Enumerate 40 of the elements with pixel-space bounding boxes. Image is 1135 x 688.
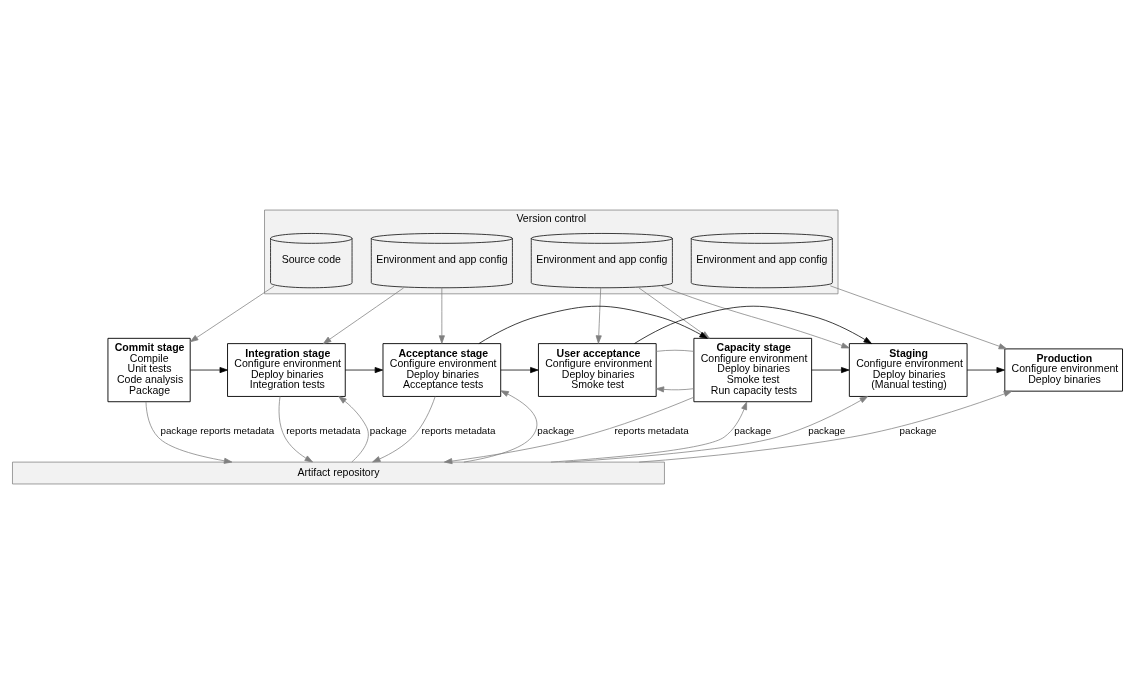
arrow <box>500 367 539 374</box>
arrow <box>145 401 233 464</box>
node-box: Artifact repository <box>12 461 665 485</box>
arrow <box>190 367 228 374</box>
arrow <box>190 285 275 343</box>
edge-label: package reports metadata <box>160 425 275 437</box>
edge-label: reports metadata <box>286 425 361 437</box>
arrow <box>661 285 850 349</box>
edge-label: package <box>537 425 575 437</box>
edge-label: package <box>734 425 772 437</box>
edge-label: reports metadata <box>614 425 689 437</box>
node-box: User acceptance Configure environment Deploy binaries Smoke test <box>538 343 657 397</box>
arrow <box>438 287 445 344</box>
arrow <box>564 396 868 463</box>
node-box: Integration stage Configure environment Deploy binaries Integration tests <box>227 343 346 397</box>
arrow <box>278 396 313 463</box>
node-box: Production Configure environment Deploy binaries <box>1004 348 1123 392</box>
arrow <box>811 367 850 374</box>
arrow <box>323 287 404 344</box>
arrow <box>638 390 1013 463</box>
arrow <box>655 386 694 393</box>
arrow <box>595 287 602 344</box>
node-box: Commit stage Compile Unit tests Code analysis Package <box>107 337 191 403</box>
edge-label: package <box>899 425 937 437</box>
arrow <box>338 396 369 463</box>
arrow <box>966 367 1005 374</box>
node-box: Acceptance stage Configure environment Deploy binaries Acceptance tests <box>382 343 502 397</box>
arrow <box>633 305 872 344</box>
arrow <box>463 390 538 463</box>
edge-label: package <box>369 425 407 437</box>
arrow <box>550 401 748 463</box>
arrow <box>444 396 695 465</box>
arrow <box>829 285 1007 350</box>
connector <box>655 349 694 352</box>
arrow <box>344 367 383 374</box>
edge-label: reports metadata <box>421 425 496 437</box>
arrow <box>372 396 436 463</box>
node-box: Staging Configure environment Deploy binaries (Manual testing) <box>848 343 968 397</box>
edge-label: package <box>808 425 846 437</box>
node-box: Capacity stage Configure environment Deploy binaries Smoke test Run capacity tests <box>693 337 813 403</box>
